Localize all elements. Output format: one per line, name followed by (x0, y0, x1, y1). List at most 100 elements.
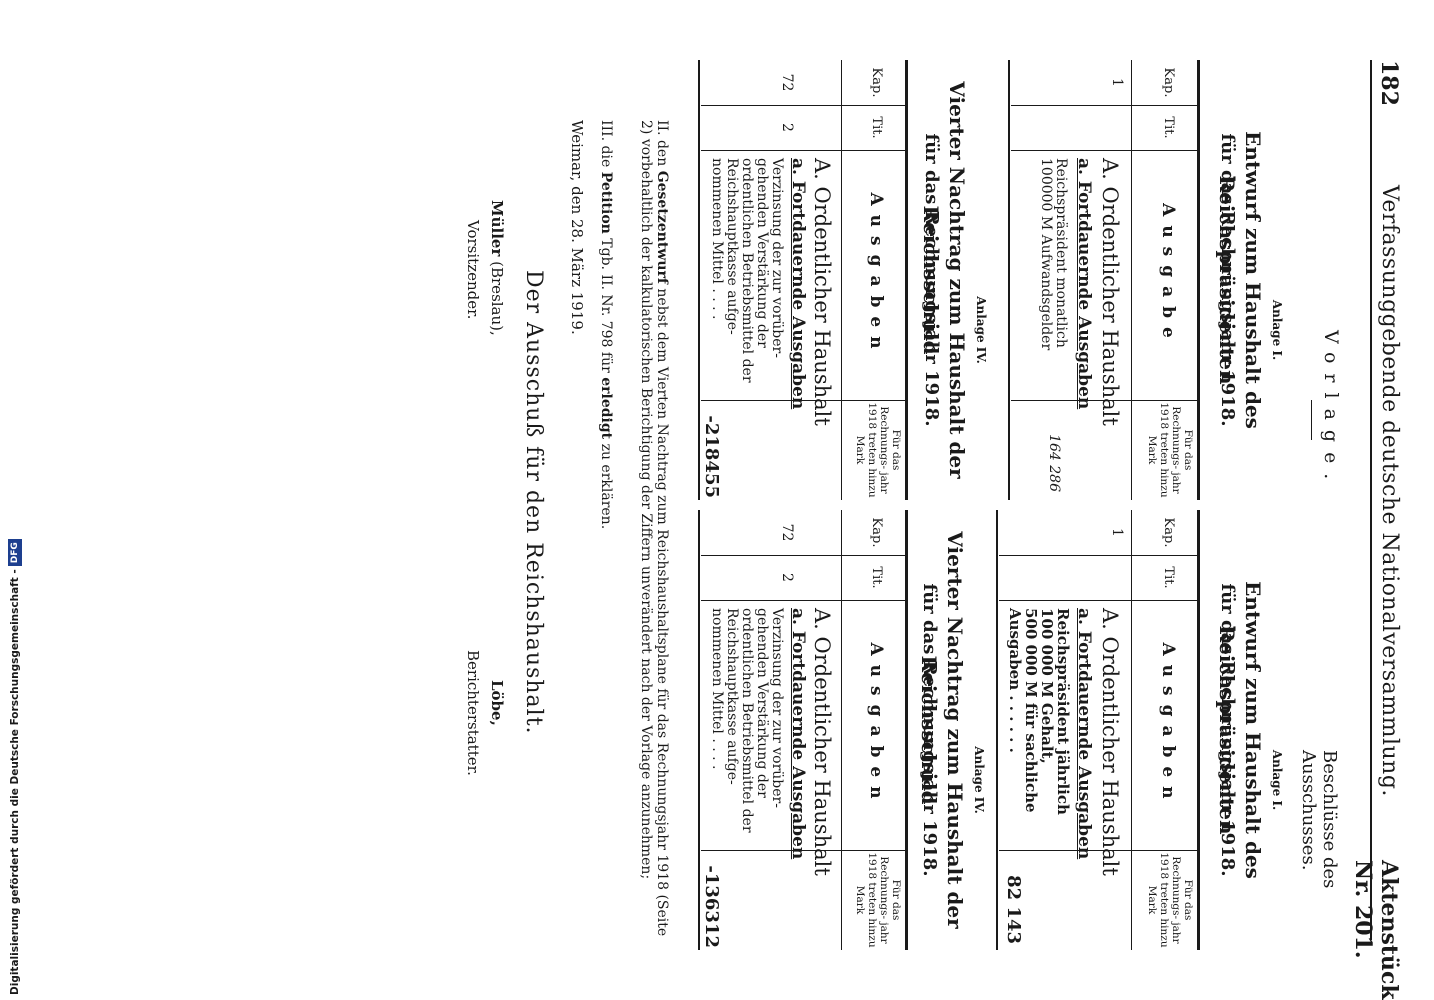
point-3-petition: Petition (598, 171, 614, 234)
amount-reichspraesident: 164 286 (1046, 434, 1062, 492)
row-tit: 2 (779, 123, 795, 132)
table-rule (1197, 60, 1200, 500)
beschluesse-heading: Beschlüsse des Ausschusses. (1298, 750, 1340, 889)
section-ordentlich: A. Ordentlicher Haushalt (810, 608, 834, 876)
resolution-point-2: II. den Gesetzentwurf nebst dem Vierten … (638, 120, 670, 950)
vorlage-heading: Vorlage. (1320, 330, 1342, 490)
chair-role: Vorsitzender. (464, 220, 482, 320)
dfg-logo-icon: DFG (8, 539, 22, 567)
col-divider (1131, 555, 1197, 556)
item-reichspraesident: Reichspräsident monatlich 100000 M Aufwa… (1038, 158, 1069, 351)
digitization-credit: Digitalisierung gefördert durch die Deut… (4, 539, 26, 995)
resolution-point-3: III. die Petition Tgb. II. Nr. 798 für e… (598, 120, 614, 950)
point-3-text-e: zu erklären. (598, 443, 614, 530)
col-divider (999, 555, 1131, 556)
col-divider (1011, 400, 1131, 401)
section-fortdauernd: a. Fortdauernde Ausgaben (1074, 158, 1094, 410)
section-fortdauernd: a. Fortdauernde Ausgaben (788, 158, 808, 410)
table-rule (1131, 510, 1132, 950)
reporter-name: Löbe, (488, 680, 506, 726)
item-line-3: 500 000 M für sachliche (1022, 608, 1040, 813)
col-amount: Für das Rechnungs- jahr 1918 treten hinz… (1146, 852, 1194, 948)
col-ausgabe: Ausgabe (1158, 203, 1178, 347)
section-fortdauernd: a. Fortdauernde Ausgaben (1074, 608, 1094, 860)
col-divider (701, 600, 841, 601)
col-divider (841, 150, 905, 151)
col-divider (841, 555, 905, 556)
col-kap: Kap. (1161, 67, 1176, 98)
row-tit: 2 (779, 573, 795, 582)
col-amount: Für das Rechnungs- jahr 1918 treten hinz… (854, 402, 902, 498)
header-rule (1370, 60, 1372, 940)
amount-reichspraesident: 82 143 (1003, 875, 1024, 944)
right-anlage-1: Anlage I. (1270, 749, 1284, 811)
col-divider (1011, 150, 1131, 151)
amount-verzinsung: -218455 (701, 415, 722, 498)
col-kap: Kap. (869, 67, 884, 98)
left-title-4-line2: für das Rechnungsjahr 1918. (921, 133, 942, 427)
col-tit: Tit. (869, 566, 884, 589)
col-divider (1131, 600, 1197, 601)
col-divider (1131, 105, 1197, 106)
col-amount: Für das Rechnungs- jahr 1918 treten hinz… (854, 852, 902, 948)
table-rule (905, 510, 908, 950)
item-verzinsung: Verzinsung der zur vorüber- gehenden Ver… (709, 158, 785, 383)
col-tit: Tit. (1161, 566, 1176, 589)
item-line-4: Ausgaben . . . . . . (1006, 608, 1024, 753)
point-3-text-a: die (598, 145, 614, 168)
aktenstueck-number: Aktenstück Nr. 201. (1350, 860, 1402, 1000)
col-divider (701, 850, 841, 851)
left-anlage-4: Anlage IV. (974, 296, 988, 364)
row-kap: 1 (1109, 78, 1125, 87)
running-title: Verfassunggebende deutsche Nationalversa… (1377, 185, 1402, 797)
point-3-erledigt: erledigt (598, 377, 614, 440)
committee-name: Der Ausschuß für den Reichshaushalt. (521, 270, 546, 735)
col-divider (701, 400, 841, 401)
table-rule (1197, 510, 1200, 950)
amount-verzinsung: -136312 (701, 865, 722, 948)
col-divider (701, 555, 841, 556)
place-date: Weimar, den 28. März 1919. (568, 120, 586, 335)
credit-text: Digitalisierung gefördert durch die Deut… (9, 569, 21, 995)
section-ordentlich: A. Ordentlicher Haushalt (810, 158, 834, 426)
point-2-gesetzentwurf: Gesetzentwurf (654, 170, 670, 284)
col-ausgaben: Ausgaben (1158, 642, 1178, 808)
table-rule (905, 60, 908, 500)
col-divider (999, 850, 1131, 851)
row-kap: 72 (779, 523, 795, 542)
col-ausgaben: Ausgaben (866, 192, 886, 358)
col-tit: Tit. (869, 116, 884, 139)
col-divider (1131, 850, 1197, 851)
item-verzinsung: Verzinsung der zur vorüber- gehenden Ver… (709, 608, 785, 833)
col-divider (701, 105, 841, 106)
left-title-1-line2: für das Rechnungsjahr 1918. (1217, 133, 1238, 427)
col-divider (999, 600, 1131, 601)
chair-signature: Müller (Breslau), (488, 200, 506, 336)
point-2-text-a: den (654, 139, 670, 167)
table-rule (698, 60, 700, 500)
table-rule (1008, 60, 1010, 500)
table-rule (1131, 60, 1132, 500)
chair-name: Müller (488, 200, 506, 257)
right-title-4-line2: für das Rechnungsjahr 1918. (919, 583, 940, 877)
col-kap: Kap. (869, 517, 884, 548)
section-ordentlich: A. Ordentlicher Haushalt (1098, 608, 1122, 876)
right-title-1-line2: für das Rechnungsjahr 1918. (1217, 583, 1238, 877)
page-number: 182 (1376, 60, 1402, 106)
col-kap: Kap. (1161, 517, 1176, 548)
point-3-number: III. (598, 120, 614, 142)
table-rule (698, 510, 700, 950)
point-2-number: II. (654, 120, 670, 136)
col-tit: Tit. (1161, 116, 1176, 139)
table-rule (996, 510, 998, 950)
col-ausgaben: Ausgaben (866, 642, 886, 808)
right-anlage-4: Anlage IV. (972, 746, 986, 814)
col-divider (841, 850, 905, 851)
col-divider (1131, 150, 1197, 151)
col-divider (841, 400, 905, 401)
col-divider (1131, 400, 1197, 401)
col-divider (1011, 105, 1131, 106)
reporter-role: Berichterstatter. (464, 650, 482, 776)
section-ordentlich: A. Ordentlicher Haushalt (1098, 158, 1122, 426)
